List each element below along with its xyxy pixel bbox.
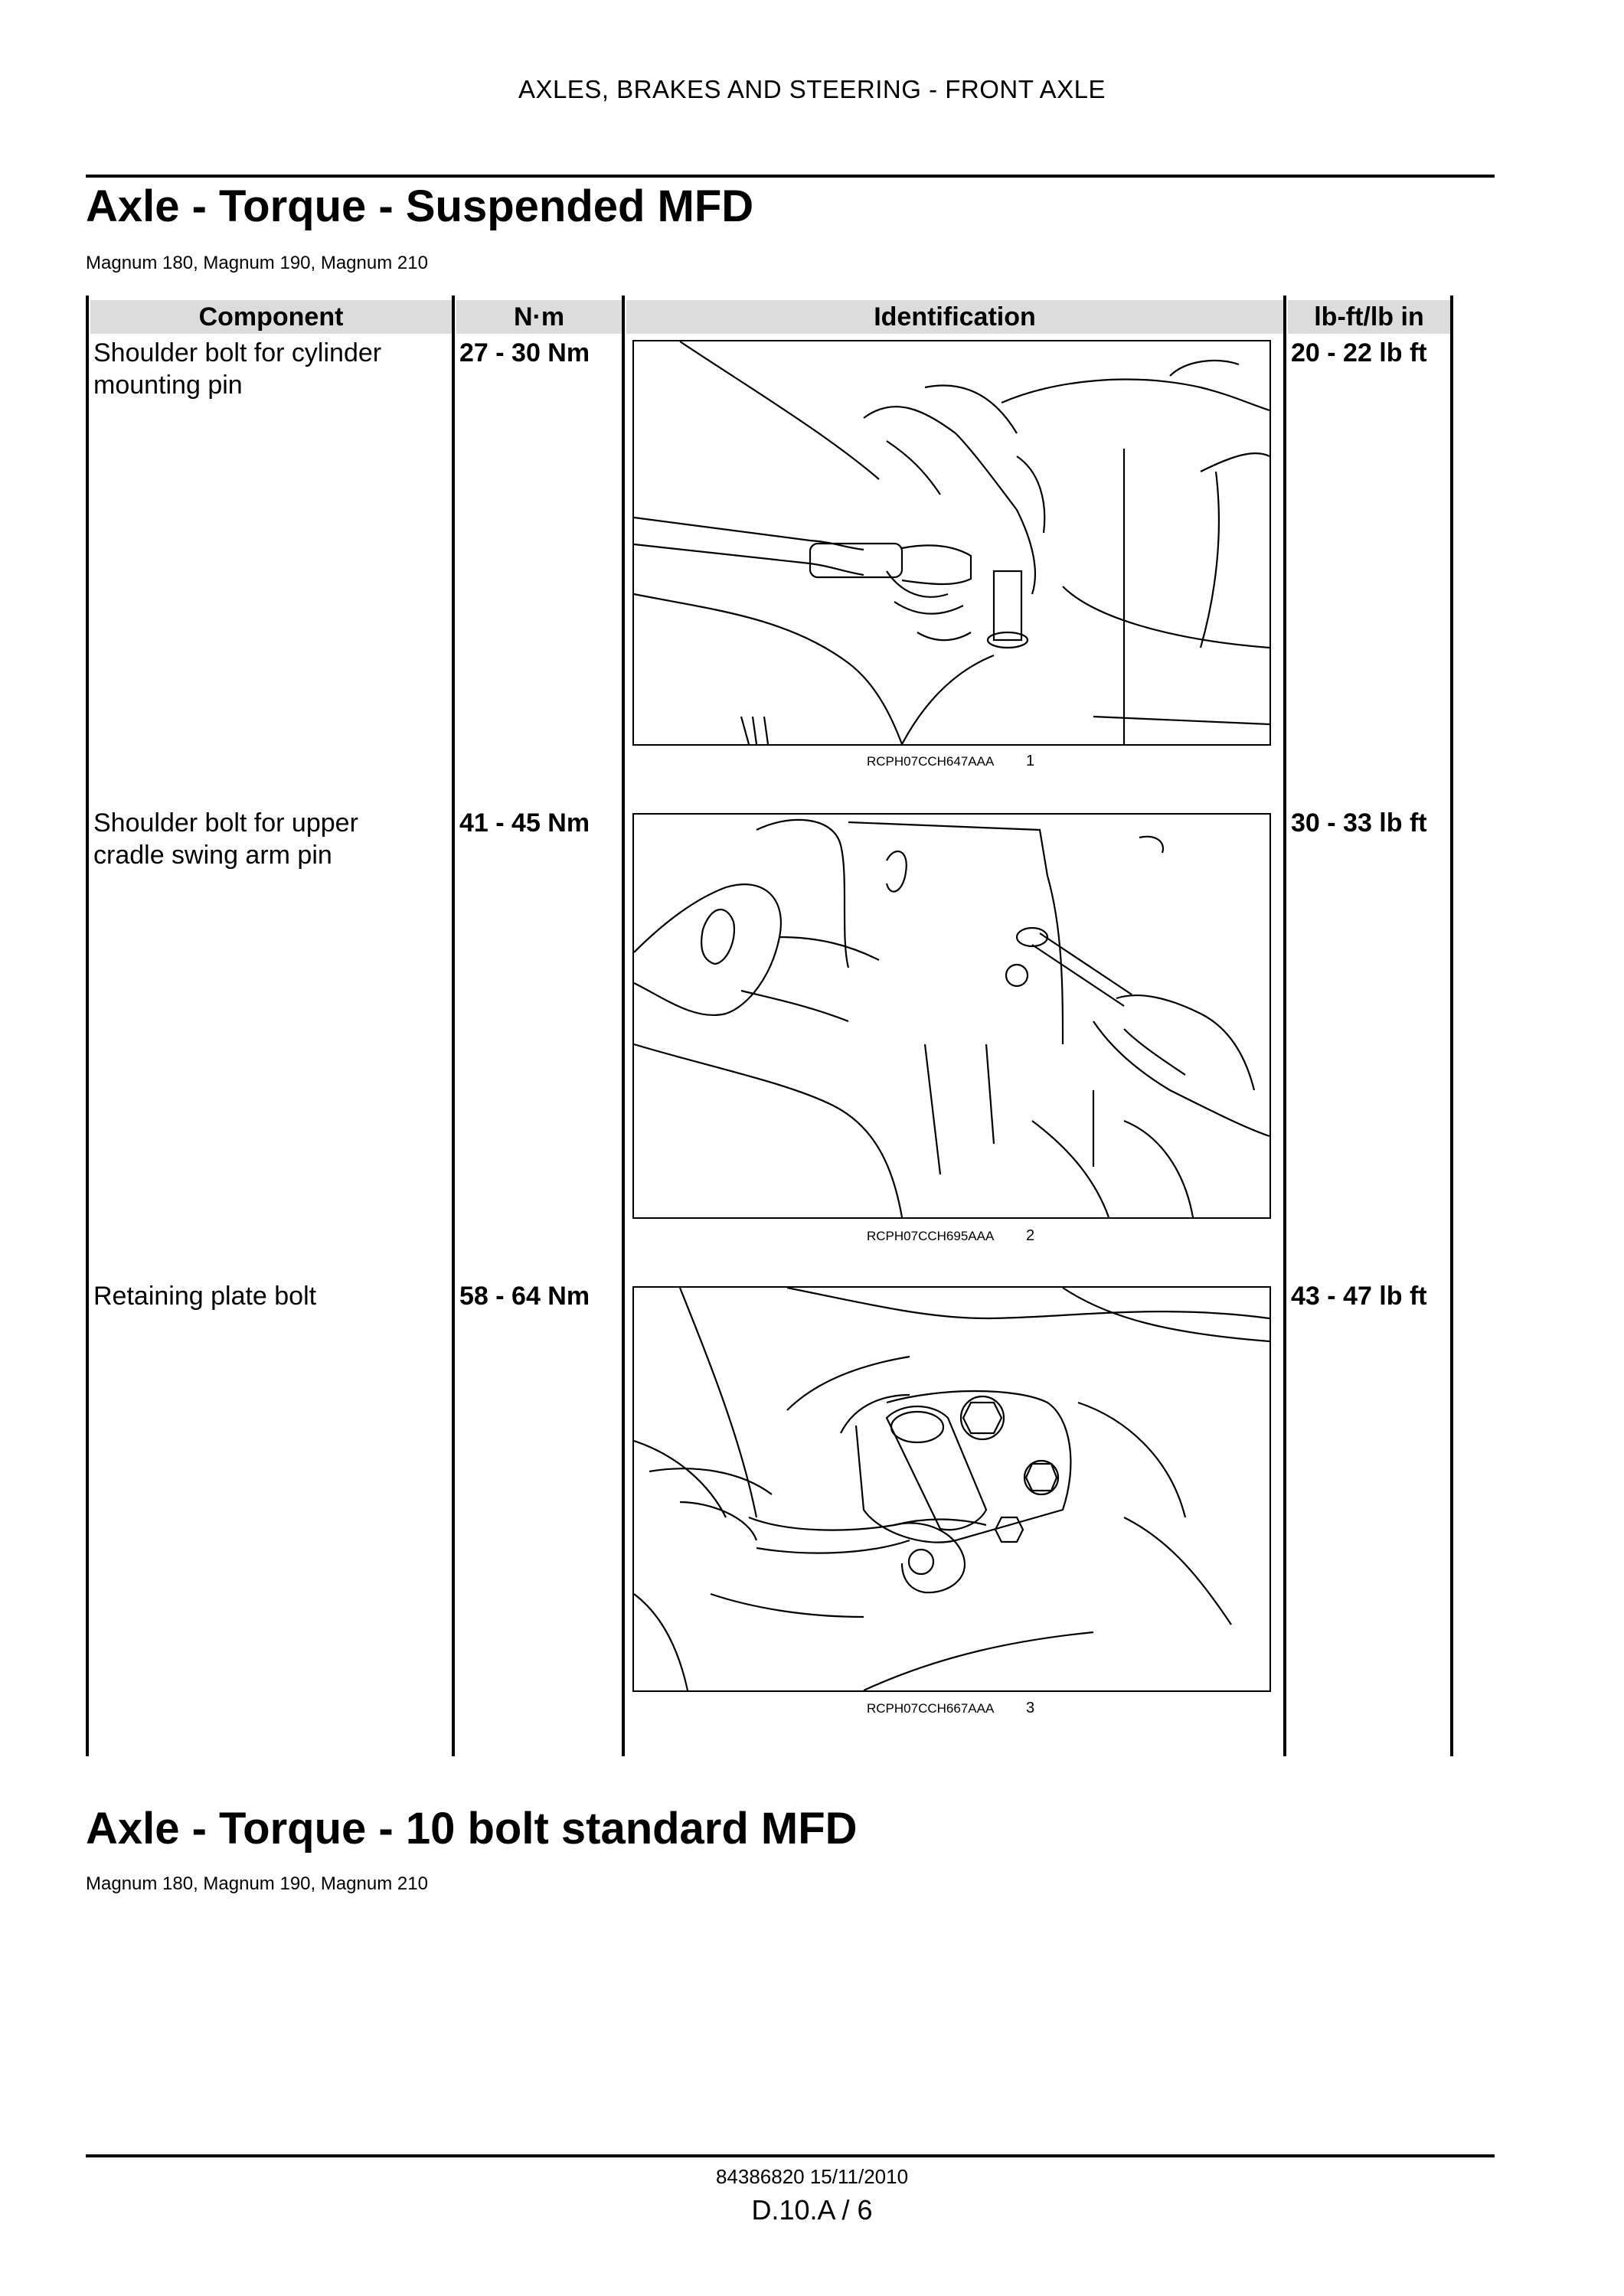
table-row-component: Retaining plate bolt (93, 1282, 317, 1311)
figure-ref-code: RCPH07CCH667AAA (867, 1701, 995, 1716)
header-rule (86, 175, 1495, 178)
figure-ref-code: RCPH07CCH647AAA (867, 754, 995, 769)
table-row-lbft: 43 - 47 lb ft (1291, 1282, 1427, 1311)
figure-ref-code: RCPH07CCH695AAA (867, 1229, 995, 1243)
section-title-suspended-mfd: Axle - Torque - Suspended MFD (86, 181, 754, 231)
table-row-component: Shoulder bolt for upper cradle swing arm… (93, 808, 358, 870)
document-reference: 84386820 15/11/2010 (715, 2165, 909, 2188)
figure-illustration (634, 341, 1269, 744)
footer-rule (86, 2154, 1495, 2157)
figure-illustration (634, 818, 1269, 1217)
table-row-lbft: 30 - 33 lb ft (1291, 808, 1427, 838)
section-models-suspended-mfd: Magnum 180, Magnum 190, Magnum 210 (86, 253, 428, 273)
figure-ratchet-retaining-plate (632, 1286, 1271, 1692)
table-divider-1 (452, 296, 455, 1756)
table-divider-3 (1283, 296, 1286, 1756)
table-row-nm: 58 - 64 Nm (459, 1282, 590, 1311)
table-divider-2 (622, 296, 625, 1756)
table-row-lbft: 20 - 22 lb ft (1291, 338, 1427, 367)
table-row-nm: 41 - 45 Nm (459, 808, 590, 838)
figure-ratchet-swing-arm-pin (632, 813, 1271, 1219)
column-header-lbft: lb-ft/lb in (1288, 300, 1450, 334)
running-header: AXLES, BRAKES AND STEERING - FRONT AXLE (518, 75, 1106, 103)
section-models-10-bolt-mfd: Magnum 180, Magnum 190, Magnum 210 (86, 1873, 428, 1894)
table-row-nm: 27 - 30 Nm (459, 338, 590, 367)
column-header-nm: N·m (456, 300, 622, 334)
section-title-10-bolt-mfd: Axle - Torque - 10 bolt standard MFD (86, 1804, 858, 1853)
page-number: D.10.A / 6 (751, 2194, 873, 2226)
column-header-component: Component (90, 300, 452, 334)
figure-number: 2 (1026, 1227, 1035, 1244)
column-header-identification: Identification (626, 300, 1283, 334)
table-row-component: Shoulder bolt for cylinder mounting pin (93, 338, 382, 400)
figure-number: 1 (1026, 753, 1035, 769)
table-border-right (1450, 296, 1453, 1756)
figure-torque-wrench-cylinder-pin (632, 340, 1271, 746)
figure-number: 3 (1026, 1700, 1035, 1716)
figure-illustration (634, 1288, 1269, 1690)
table-border-left (86, 296, 89, 1756)
